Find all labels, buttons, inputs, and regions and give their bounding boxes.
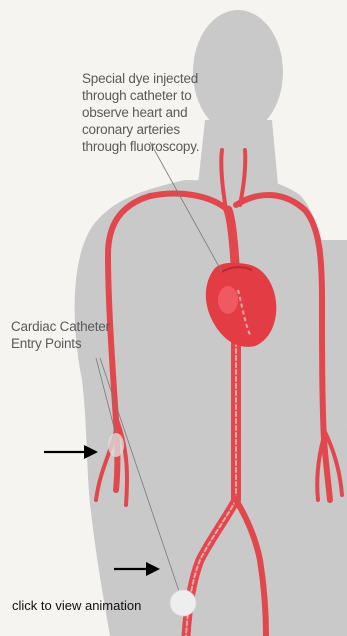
dye-injection-label: Special dye injected through catheter to… [82,70,242,155]
view-animation-link[interactable]: click to view animation [12,598,141,613]
entry-points-label: Cardiac Catheter Entry Points [11,318,161,352]
entry-point-arm-marker [108,433,124,457]
circle-icon[interactable] [170,590,196,616]
